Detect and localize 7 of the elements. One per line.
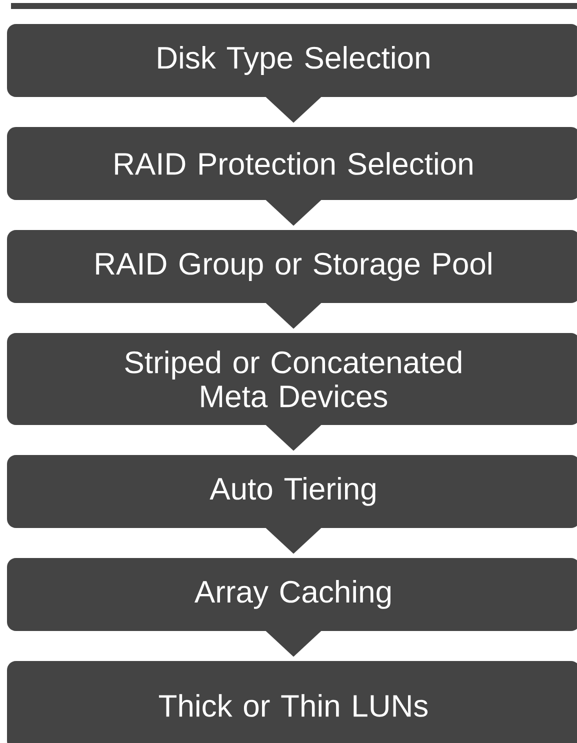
pointer-arrow	[266, 96, 322, 123]
pointer-arrow	[266, 528, 322, 554]
pointer-arrow	[266, 200, 322, 226]
pointer-arrow	[266, 630, 322, 657]
pointer-arrow	[266, 424, 322, 451]
step-box: Thick or Thin LUNs	[7, 661, 577, 743]
pointer-arrow	[266, 302, 322, 329]
